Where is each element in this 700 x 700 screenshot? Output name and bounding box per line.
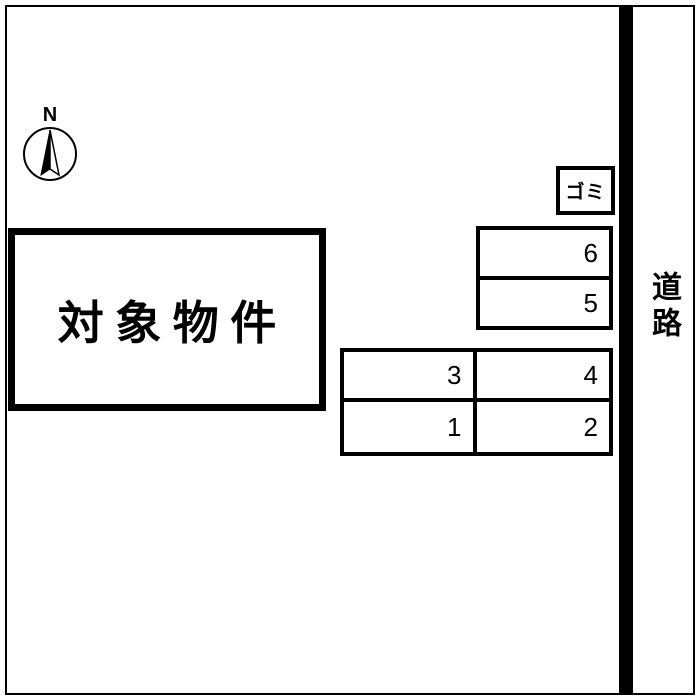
parking-space-number: 3 xyxy=(447,359,462,390)
garbage-box: ゴミ xyxy=(556,166,615,215)
compass: N xyxy=(21,104,79,182)
road-label: 道路 xyxy=(647,271,680,343)
parking-space-3: 3 xyxy=(344,352,477,402)
parking-space-number: 5 xyxy=(583,287,598,318)
parking-block-lower: 3 4 1 2 xyxy=(340,348,613,456)
parking-space-number: 6 xyxy=(583,237,598,268)
property-box: 対象物件 xyxy=(8,228,326,411)
parking-space-1: 1 xyxy=(344,402,477,452)
parking-space-number: 4 xyxy=(583,359,598,390)
parking-space-2: 2 xyxy=(477,402,610,452)
parking-space-6: 6 xyxy=(480,230,609,280)
compass-needle-icon xyxy=(23,127,77,181)
garbage-label: ゴミ xyxy=(565,182,606,203)
road-line xyxy=(619,5,633,695)
parking-space-5: 5 xyxy=(480,280,609,326)
compass-north-label: N xyxy=(42,104,58,126)
parking-space-number: 1 xyxy=(447,411,462,442)
parking-space-number: 2 xyxy=(583,411,598,442)
property-label: 対象物件 xyxy=(57,296,288,349)
parking-block-upper: 6 5 xyxy=(476,226,613,330)
plan-border xyxy=(5,5,695,695)
parking-space-4: 4 xyxy=(476,352,609,402)
